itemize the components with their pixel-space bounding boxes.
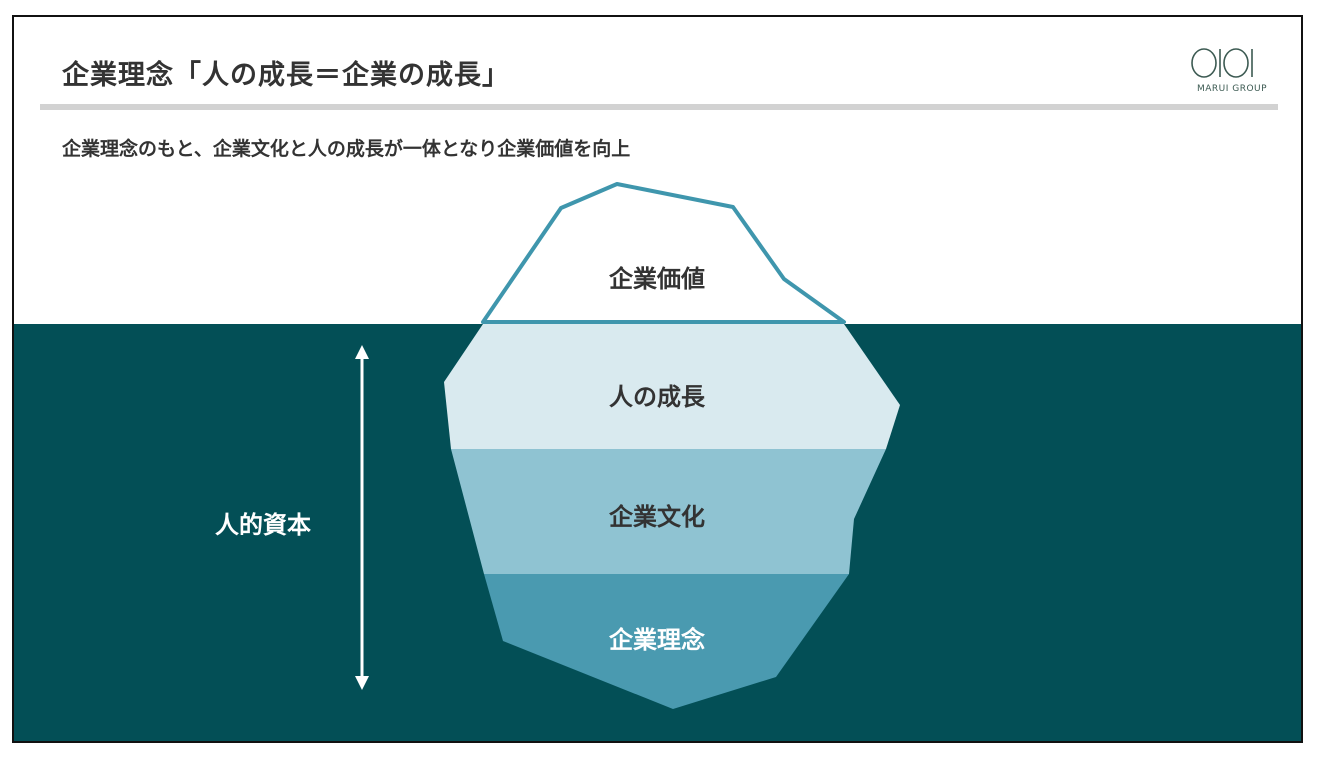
double-arrow-icon bbox=[355, 345, 369, 690]
layer-label-value: 企業価値 bbox=[609, 265, 705, 293]
title-divider bbox=[40, 104, 1278, 110]
logo-mark-icon bbox=[1191, 48, 1253, 78]
layer-corporate-culture bbox=[451, 449, 886, 574]
page-subtitle: 企業理念のもと、企業文化と人の成長が一体となり企業価値を向上 bbox=[62, 138, 631, 160]
slide: 企業理念「人の成長＝企業の成長」 企業理念のもと、企業文化と人の成長が一体となり… bbox=[12, 15, 1303, 743]
page-title: 企業理念「人の成長＝企業の成長」 bbox=[62, 60, 510, 91]
logo-wordmark: MARUI GROUP bbox=[1196, 84, 1268, 94]
iceberg-diagram bbox=[14, 182, 1301, 741]
layer-label-people: 人の成長 bbox=[609, 383, 705, 411]
marui-group-logo: MARUI GROUP bbox=[1182, 47, 1282, 94]
layer-people-growth bbox=[444, 324, 900, 449]
layer-label-philosophy: 企業理念 bbox=[609, 626, 705, 654]
layer-corporate-philosophy bbox=[484, 574, 849, 709]
layer-corporate-value bbox=[481, 182, 846, 324]
human-capital-label: 人的資本 bbox=[215, 511, 311, 539]
layer-label-culture: 企業文化 bbox=[609, 503, 705, 531]
